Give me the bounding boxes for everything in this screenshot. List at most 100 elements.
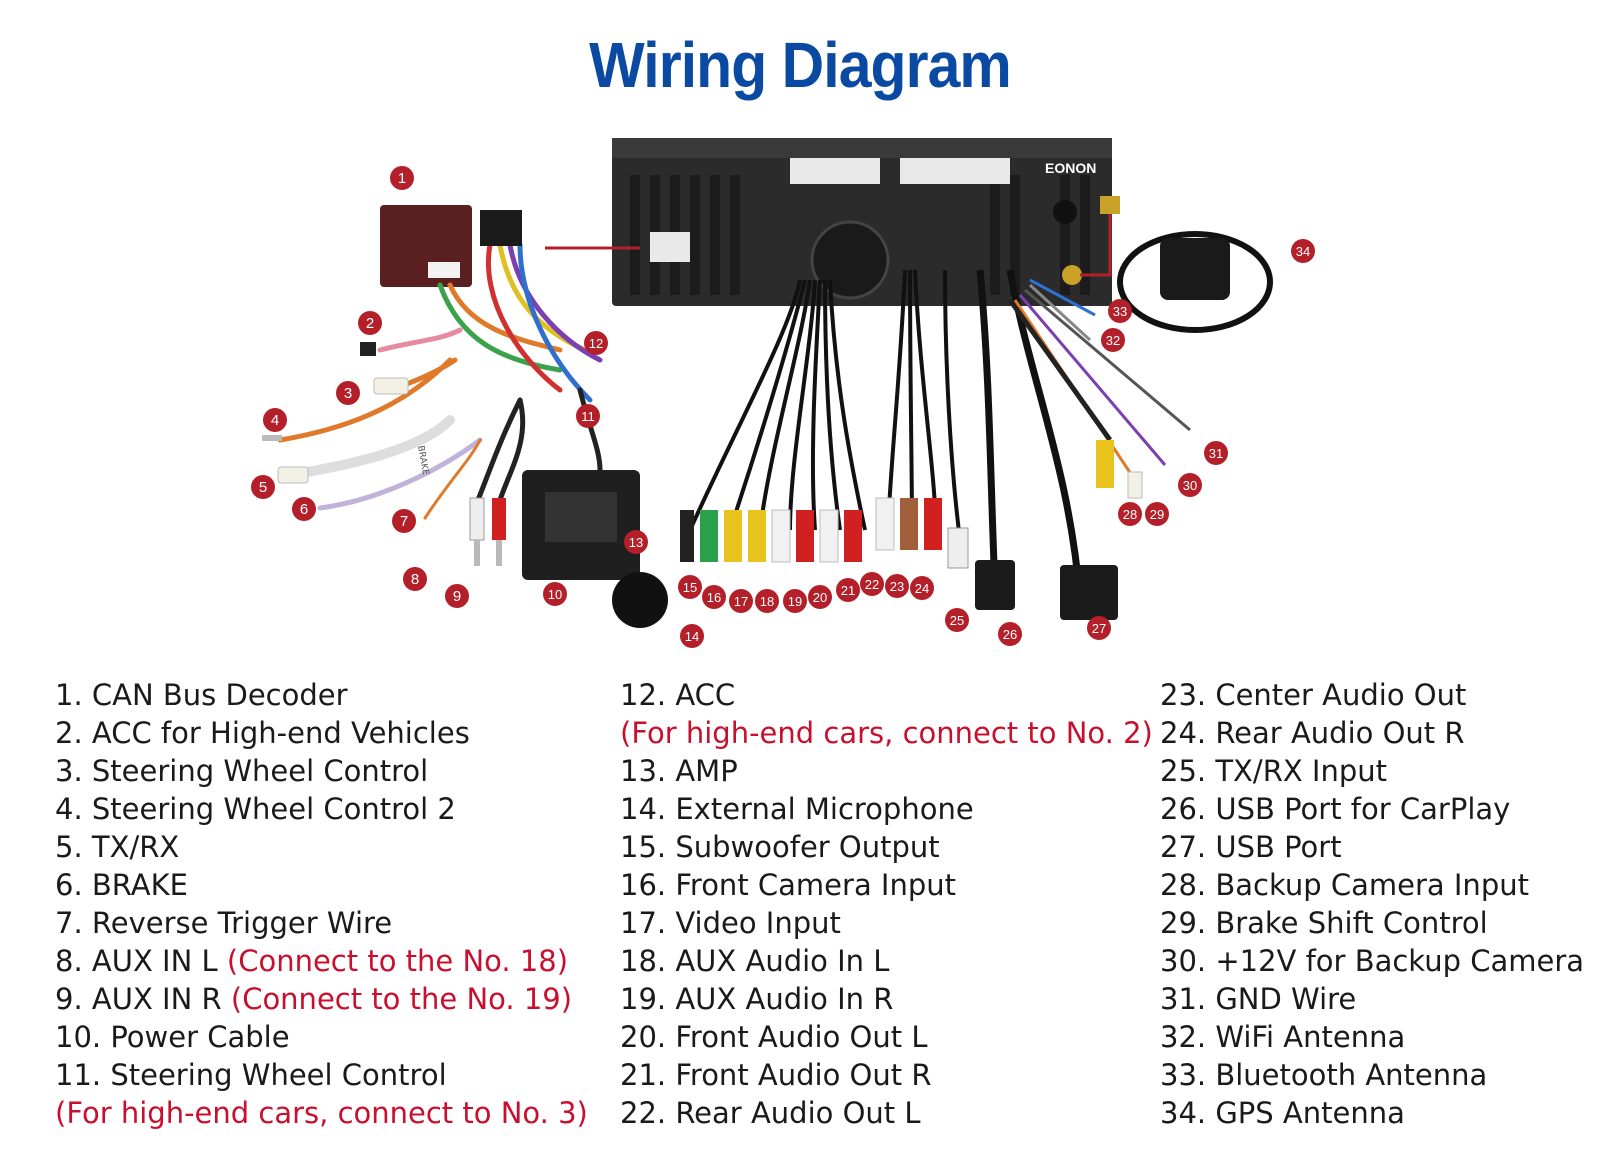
legend-item: 21. Front Audio Out R — [620, 1056, 1153, 1094]
legend-item-label: 29. Brake Shift Control — [1160, 906, 1488, 940]
legend-item: 26. USB Port for CarPlay — [1160, 790, 1584, 828]
legend-item: 5. TX/RX — [55, 828, 588, 866]
badge-circle — [1101, 328, 1125, 352]
badge-33: 33 — [1108, 299, 1132, 323]
legend-item-label: 31. GND Wire — [1160, 982, 1357, 1016]
legend-item: (For high-end cars, connect to No. 3) — [55, 1094, 588, 1132]
badge-28: 28 — [1118, 502, 1142, 526]
badge-5: 5 — [251, 475, 275, 499]
badge-8: 8 — [403, 567, 427, 591]
backup-camera-rca — [1096, 440, 1114, 488]
legend-item: 10. Power Cable — [55, 1018, 588, 1056]
badge-circle — [1108, 299, 1132, 323]
badge-number: 33 — [1113, 304, 1127, 319]
legend-item-label: 27. USB Port — [1160, 830, 1342, 864]
badge-number: 12 — [589, 336, 603, 351]
badge-circle — [251, 475, 275, 499]
legend-item-label: 17. Video Input — [620, 906, 841, 940]
badge-number: 31 — [1209, 446, 1223, 461]
legend-item: 8. AUX IN L (Connect to the No. 18) — [55, 942, 588, 980]
badge-30: 30 — [1178, 473, 1202, 497]
badge-number: 34 — [1296, 244, 1310, 259]
txrx-input-plug — [947, 527, 969, 569]
badge-number: 8 — [411, 571, 419, 588]
legend-item-note: (For high-end cars, connect to No. 2) — [620, 716, 1153, 750]
legend-item-label: 6. BRAKE — [55, 868, 188, 902]
legend-item-label: 7. Reverse Trigger Wire — [55, 906, 393, 940]
legend-item-label: 23. Center Audio Out — [1160, 678, 1467, 712]
badge-32: 32 — [1101, 328, 1125, 352]
badge-circle — [392, 509, 416, 533]
legend-item-label: 9. AUX IN R — [55, 982, 231, 1016]
gps-antenna — [1080, 196, 1273, 333]
rca-plug-row — [680, 497, 942, 563]
legend-item: 11. Steering Wheel Control — [55, 1056, 588, 1094]
legend-item-label: 11. Steering Wheel Control — [55, 1058, 447, 1092]
badge-19: 19 — [783, 589, 807, 613]
badge-number: 2 — [366, 315, 374, 332]
badge-number: 29 — [1150, 507, 1164, 522]
badge-circle — [1087, 616, 1111, 640]
badge-circle — [678, 575, 702, 599]
usb-plug — [1060, 565, 1118, 620]
badge-14: 14 — [680, 624, 704, 648]
legend-item-label: 33. Bluetooth Antenna — [1160, 1058, 1488, 1092]
badge-number: 19 — [788, 594, 802, 609]
legend-item: 32. WiFi Antenna — [1160, 1018, 1584, 1056]
badge-circle — [808, 585, 832, 609]
badge-circle — [1118, 502, 1142, 526]
legend-item-label: 18. AUX Audio In L — [620, 944, 890, 978]
badge-number: 17 — [734, 594, 748, 609]
legend-item-label: 16. Front Camera Input — [620, 868, 957, 902]
badge-number: 10 — [548, 587, 562, 602]
badge-number: 24 — [915, 581, 929, 596]
head-unit: EONON — [612, 138, 1112, 306]
legend-item-label: 14. External Microphone — [620, 792, 974, 826]
page-title: Wiring Diagram — [589, 29, 1012, 101]
brake-shift-plug — [1127, 471, 1143, 499]
badge-18: 18 — [755, 589, 779, 613]
legend-item: 13. AMP — [620, 752, 1153, 790]
legend-item-label: 28. Backup Camera Input — [1160, 868, 1529, 902]
legend-item: 34. GPS Antenna — [1160, 1094, 1584, 1132]
badge-number: 30 — [1183, 478, 1197, 493]
badge-23: 23 — [885, 574, 909, 598]
badge-number: 26 — [1003, 627, 1017, 642]
legend-item-label: 20. Front Audio Out L — [620, 1020, 928, 1054]
badge-number: 5 — [259, 479, 267, 496]
harness-plug — [480, 210, 522, 246]
badge-circle — [390, 166, 414, 190]
badge-7: 7 — [392, 509, 416, 533]
badge-number: 15 — [683, 580, 697, 595]
badge-3: 3 — [336, 381, 360, 405]
legend-item-label: 10. Power Cable — [55, 1020, 290, 1054]
badge-34: 34 — [1291, 239, 1315, 263]
badge-20: 20 — [808, 585, 832, 609]
legend-item: 20. Front Audio Out L — [620, 1018, 1153, 1056]
badge-number: 20 — [813, 590, 827, 605]
badge-circle — [680, 624, 704, 648]
brake-wire-label: BRAKE — [415, 445, 430, 476]
legend-item: 24. Rear Audio Out R — [1160, 714, 1584, 752]
aux-rca-plugs-left — [469, 497, 506, 566]
badge-circle — [445, 584, 469, 608]
legend-item-note: (For high-end cars, connect to No. 3) — [55, 1096, 588, 1130]
legend-item: 27. USB Port — [1160, 828, 1584, 866]
badge-9: 9 — [445, 584, 469, 608]
legend-item-label: 4. Steering Wheel Control 2 — [55, 792, 456, 826]
can-bus-decoder — [380, 205, 472, 287]
badge-circle — [836, 578, 860, 602]
badge-circle — [729, 589, 753, 613]
badge-number: 6 — [300, 501, 308, 518]
legend-item: 17. Video Input — [620, 904, 1153, 942]
badge-21: 21 — [836, 578, 860, 602]
badge-circle — [910, 576, 934, 600]
legend-item: (For high-end cars, connect to No. 2) — [620, 714, 1153, 752]
badge-2: 2 — [358, 311, 382, 335]
badge-circle — [945, 608, 969, 632]
legend-item-label: 32. WiFi Antenna — [1160, 1020, 1406, 1054]
brand-logo: EONON — [1045, 160, 1096, 176]
legend-item: 4. Steering Wheel Control 2 — [55, 790, 588, 828]
